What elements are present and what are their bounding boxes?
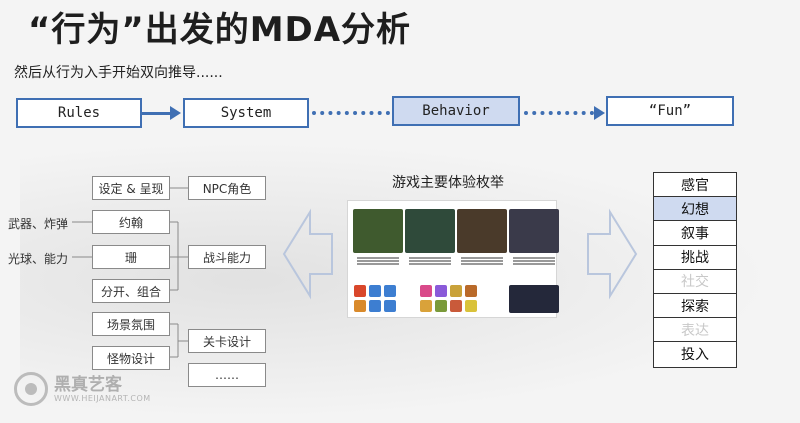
category-item: 投入 — [681, 347, 709, 364]
watermark: 黑真艺客 WWW.HEIJANART.COM — [14, 372, 151, 406]
watermark-name: 黑真艺客 — [54, 374, 122, 395]
screenshot-caption — [457, 256, 507, 266]
slide-subtitle: 然后从行为入手开始双向推导...... — [14, 65, 223, 81]
fun-arrow-head-icon — [594, 106, 605, 120]
rules-to-system-arrow — [142, 112, 170, 115]
game-map-image — [509, 285, 559, 313]
fun-box: “Fun” — [606, 96, 734, 126]
game-screenshot-image — [353, 209, 403, 253]
mechanic-box: 珊 — [92, 245, 170, 269]
category-item: 感官 — [654, 173, 736, 198]
mechanic-box: 设定 & 呈现 — [92, 176, 170, 200]
mechanic-box: 约翰 — [92, 210, 170, 234]
category-item: 挑战 — [654, 246, 736, 270]
mechanic-box: 场景氛围 — [92, 312, 170, 336]
lightball-label: 光球、能力 — [8, 252, 69, 266]
game-screenshot-image — [509, 209, 559, 253]
screenshot-caption — [353, 256, 403, 266]
system-box: System — [183, 98, 309, 128]
mechanic-box: …… — [188, 363, 266, 387]
screenshot-caption — [509, 256, 559, 266]
rules-box: Rules — [16, 98, 142, 128]
game-screenshot-image — [405, 209, 455, 253]
watermark-logo-icon — [14, 372, 48, 406]
category-item: 表达 — [654, 318, 736, 343]
mechanic-box: 怪物设计 — [92, 346, 170, 370]
mechanic-box: 关卡设计 — [188, 329, 266, 353]
game-screenshot-image — [457, 209, 507, 253]
category-item: 社交 — [654, 270, 736, 294]
system-to-behavior-dotted-line — [312, 111, 390, 115]
category-item: 探索 — [654, 294, 736, 319]
slide-title: “行为”出发的MDA分析 — [28, 10, 412, 50]
mechanic-box: 分开、组合 — [92, 279, 170, 303]
mechanic-box: NPC角色 — [188, 176, 266, 200]
category-item: 幻想 — [654, 197, 736, 222]
mechanic-box: 战斗能力 — [188, 245, 266, 269]
game-screenshots-panel — [347, 200, 559, 318]
item-icons-grid — [420, 285, 477, 312]
left-hollow-arrow-icon — [282, 208, 333, 300]
right-hollow-arrow-icon — [587, 208, 638, 300]
screenshot-caption — [405, 256, 455, 266]
category-item: 叙事 — [654, 221, 736, 246]
experience-panel-title: 游戏主要体验枚举 — [392, 175, 504, 191]
behavior-to-fun-dotted-line — [524, 111, 594, 115]
watermark-url: WWW.HEIJANART.COM — [54, 393, 151, 403]
experience-category-list: 感官 幻想 叙事 挑战 社交 探索 表达 投入 — [653, 172, 737, 368]
rules-arrow-head-icon — [170, 106, 181, 120]
item-icons-grid — [354, 285, 396, 312]
weapons-label: 武器、炸弹 — [8, 217, 69, 231]
behavior-box: Behavior — [392, 96, 520, 126]
